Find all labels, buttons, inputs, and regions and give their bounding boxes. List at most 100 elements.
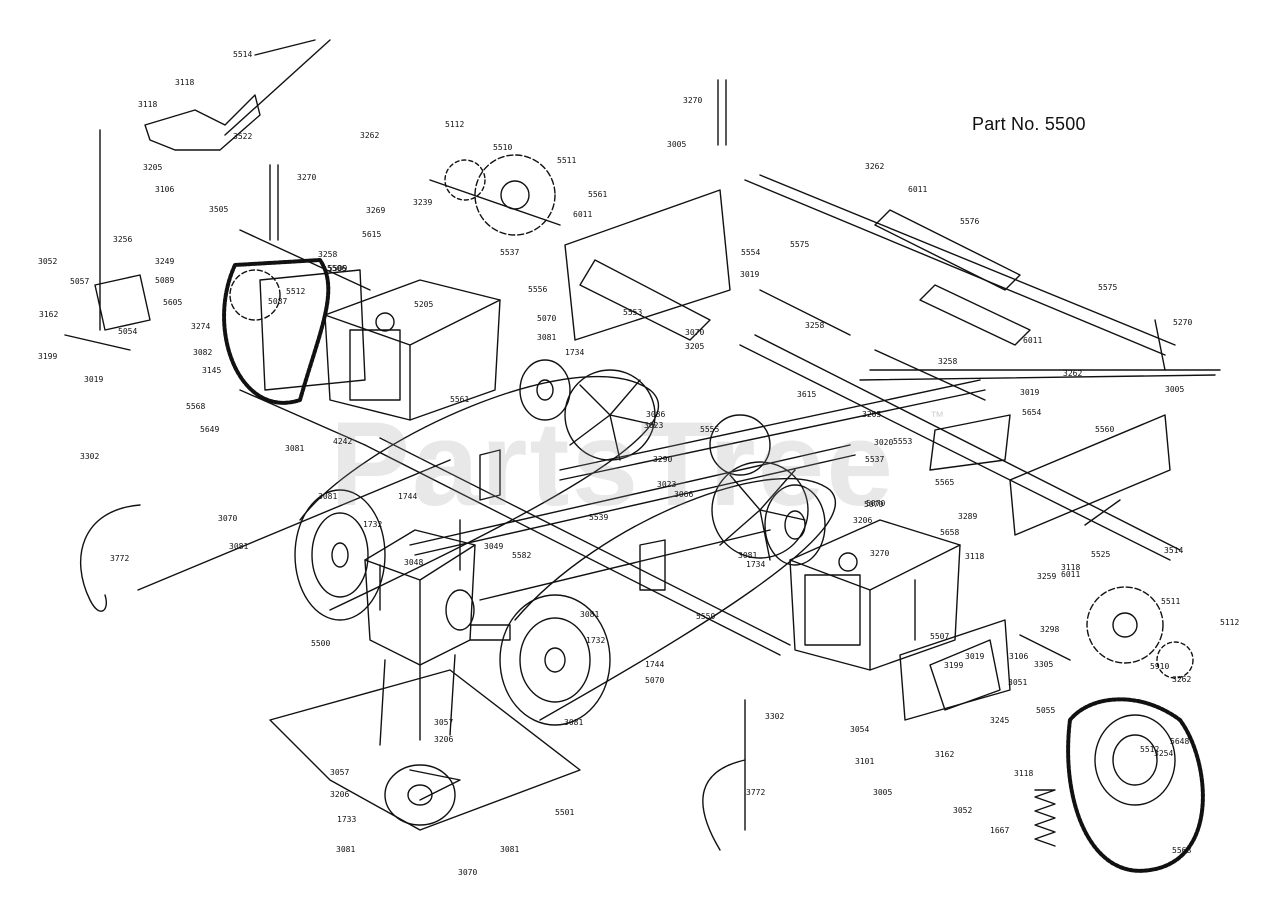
part-label: 5537 [865, 455, 885, 464]
part-label: 3106 [1009, 652, 1029, 661]
part-label: 3070 [218, 514, 238, 523]
part-label: 5553 [893, 437, 913, 446]
wire-springs [79, 504, 746, 851]
part-label: 3259 [1037, 572, 1057, 581]
part-label: 3270 [297, 173, 317, 182]
part-label: 3262 [1172, 675, 1192, 684]
part-label: 3052 [953, 806, 973, 815]
part-label: 3772 [746, 788, 766, 797]
part-label: 3290 [653, 455, 673, 464]
part-label: 5560 [1095, 425, 1115, 434]
part-label: 5512 [286, 287, 306, 296]
part-label: 3081 [229, 542, 249, 551]
part-label: 3199 [944, 661, 964, 670]
coil-spring [1034, 789, 1056, 847]
part-label: 3054 [850, 725, 870, 734]
part-label: 5576 [960, 217, 980, 226]
mount-plates [259, 189, 1221, 721]
part-label: 5514 [233, 50, 253, 59]
part-label: 3048 [404, 558, 424, 567]
part-label: 3005 [1165, 385, 1185, 394]
part-label: 3289 [958, 512, 978, 521]
part-label: 5070 [866, 499, 886, 508]
part-label: 5568 [1172, 846, 1192, 855]
part-label: 5910 [1150, 662, 1170, 671]
part-label: 5112 [445, 120, 465, 129]
brackets [94, 94, 1001, 711]
frame-rails [99, 39, 1216, 831]
part-label: 5205 [414, 300, 434, 309]
part-label: 5575 [790, 240, 810, 249]
part-label: 3081 [738, 551, 758, 560]
part-label: 3019 [965, 652, 985, 661]
part-label: 5509 [328, 264, 348, 273]
part-label: 5506 [327, 264, 347, 273]
gearbox-center [364, 529, 511, 746]
part-label: 3205 [685, 342, 705, 351]
part-label: 5525 [1091, 550, 1111, 559]
part-label: 3615 [797, 390, 817, 399]
part-label: 3262 [865, 162, 885, 171]
part-label: 3254 [1154, 749, 1174, 758]
part-label: 3302 [80, 452, 100, 461]
part-label: 6011 [573, 210, 593, 219]
part-label: 6011 [1023, 336, 1043, 345]
part-label: 3522 [233, 132, 253, 141]
part-label: 5575 [1098, 283, 1118, 292]
part-label: 3081 [564, 718, 584, 727]
part-label: 3020 [874, 438, 894, 447]
part-label: 3051 [1008, 678, 1028, 687]
part-label: 5270 [1173, 318, 1193, 327]
part-label: 3239 [413, 198, 433, 207]
part-label: 5070 [537, 314, 557, 323]
part-label: 3162 [39, 310, 59, 319]
part-label: 3023 [644, 421, 664, 430]
part-label: 3005 [667, 140, 687, 149]
part-label: 3258 [938, 357, 958, 366]
part-label: 5565 [935, 478, 955, 487]
part-label: 3081 [580, 610, 600, 619]
part-label: 5550 [696, 612, 716, 621]
part-number-title: Part No. 5500 [972, 114, 1086, 134]
part-label: 4242 [333, 437, 353, 446]
part-label: 3302 [765, 712, 785, 721]
part-label: 5649 [200, 425, 220, 434]
part-label: 3274 [191, 322, 211, 331]
part-label: 5537 [500, 248, 520, 257]
part-label: 3052 [38, 257, 58, 266]
part-label: 1667 [990, 826, 1010, 835]
part-label: 3101 [855, 757, 875, 766]
part-label: 3118 [1061, 563, 1081, 572]
part-label: 3262 [360, 131, 380, 140]
part-label: 1744 [645, 660, 665, 669]
part-label: 5561 [588, 190, 608, 199]
belts [299, 375, 837, 721]
part-label: 3270 [683, 96, 703, 105]
part-label: 1733 [337, 815, 357, 824]
part-label: 3118 [175, 78, 195, 87]
part-label: 3206 [853, 516, 873, 525]
part-label: 5057 [70, 277, 90, 286]
part-label: 3269 [366, 206, 386, 215]
part-label: 3514 [1164, 546, 1184, 555]
part-label: 3270 [870, 549, 890, 558]
part-label: 6011 [1061, 570, 1081, 579]
chains [222, 258, 1205, 873]
part-label: 5561 [450, 395, 470, 404]
part-label: 5112 [1220, 618, 1240, 627]
part-label: 5654 [1022, 408, 1042, 417]
part-label: 1744 [398, 492, 418, 501]
part-label: 1734 [746, 560, 766, 569]
part-label: 5553 [623, 308, 643, 317]
part-label: 3070 [685, 328, 705, 337]
part-label: 3249 [155, 257, 175, 266]
part-label: 3082 [193, 348, 213, 357]
part-label: 3118 [1014, 769, 1034, 778]
part-label: 3023 [657, 480, 677, 489]
part-label: 5554 [741, 248, 761, 257]
part-label: 3086 [646, 410, 666, 419]
gearbox-upper [324, 279, 501, 421]
part-label: 5507 [930, 632, 950, 641]
part-label: 6011 [908, 185, 928, 194]
